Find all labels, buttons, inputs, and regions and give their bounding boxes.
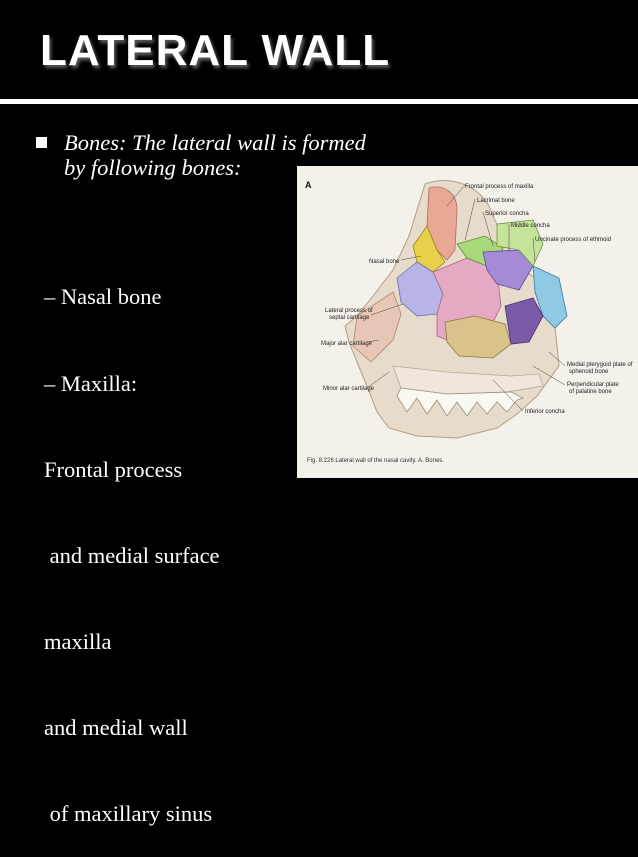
label-nasal-bone: Nasal bone	[369, 259, 400, 265]
label-uncinate: Uncinate process of ethmoid	[535, 237, 611, 243]
label-minor-alar: Minor alar cartilage	[323, 386, 375, 392]
frontal-process-region	[426, 186, 458, 261]
square-bullet-icon	[36, 137, 47, 148]
bullet-text-line-1: Bones: The lateral wall is formed	[64, 130, 366, 155]
title-divider	[0, 99, 638, 104]
label-lateral-process-2: septal cartilage	[329, 315, 370, 321]
label-middle-concha: Middle concha	[511, 223, 550, 229]
bone-list-line: – Nasal bone	[44, 284, 162, 310]
label-lateral-process-1: Lateral process of	[325, 308, 373, 314]
label-superior-concha: Superior concha	[485, 211, 529, 217]
teeth-row	[396, 387, 525, 417]
label-perpendicular-2: of palatine bone	[569, 389, 612, 395]
anatomy-figure: A	[297, 166, 638, 478]
bone-list-line: and medial surface	[44, 542, 220, 568]
inferior-concha-region	[444, 315, 512, 359]
figure-caption: Fig. 8.226 Lateral wall of the nasal cav…	[307, 458, 444, 464]
label-medial-pterygoid-1: Medial pterygoid plate of	[567, 362, 633, 368]
sphenoid-region	[532, 265, 568, 329]
bone-list-line: maxilla	[44, 628, 112, 654]
bone-list-line: – Maxilla:	[44, 370, 138, 396]
bullet-text-line-2: by following bones:	[64, 155, 242, 180]
bone-list: – Nasal bone – Maxilla: Frontal process …	[44, 226, 220, 857]
bone-list-line: Frontal process	[44, 456, 183, 482]
bone-list-line: and medial wall	[44, 714, 188, 740]
slide-title: LATERAL WALL	[40, 26, 391, 75]
label-lacrimal: Lacrimal bone	[477, 198, 515, 204]
bullet-item: Bones: The lateral wall is formed by fol…	[36, 130, 466, 180]
label-inferior-concha: Inferior concha	[525, 409, 565, 415]
bone-list-line: of maxillary sinus	[44, 800, 213, 826]
nasal-ala-region	[352, 291, 402, 363]
leader-lines	[366, 184, 566, 412]
label-medial-pterygoid-2: sphenoid bone	[569, 369, 609, 375]
palatine-region	[504, 297, 544, 345]
label-perpendicular-1: Perpendicular plate	[567, 382, 619, 388]
label-frontal-process: Frontal process of maxilla	[465, 184, 534, 190]
label-major-alar: Major alar cartilage	[321, 341, 373, 347]
lateral-wall-illustration: A	[305, 180, 633, 464]
panel-letter: A	[305, 180, 312, 190]
